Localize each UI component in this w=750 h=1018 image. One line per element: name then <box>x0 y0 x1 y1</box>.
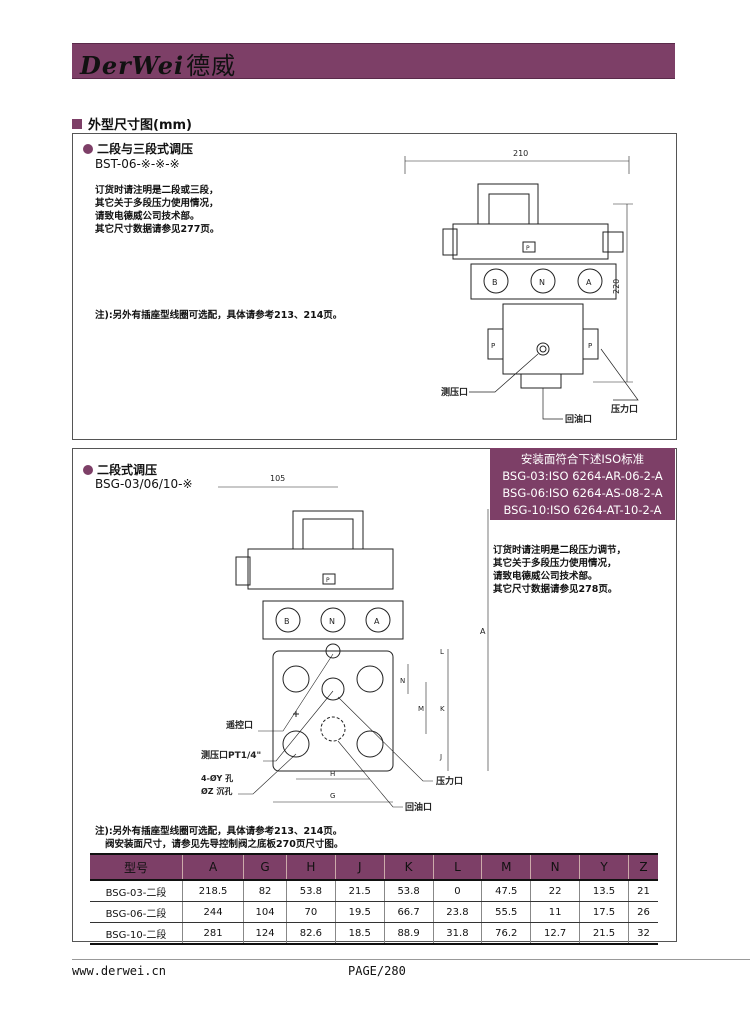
svg-text:A: A <box>374 617 380 626</box>
manifold-block <box>470 263 617 300</box>
panel-bsg: 二段式调压 BSG-03/06/10-※ 订货时请注明是二段压力调节，其它关于多… <box>72 448 677 942</box>
svg-text:A: A <box>586 278 592 287</box>
square-bullet-icon <box>72 118 82 129</box>
svg-text:J: J <box>439 753 442 761</box>
solenoid-coil <box>452 223 609 260</box>
bsg-dimension-drawing: 105 P B N A L K J N M A H G 遥控口 测压口PT1/4… <box>201 474 489 813</box>
brand-logo: DerWei德威 <box>80 51 237 80</box>
label-gauge-port: 测压口PT1/4" <box>201 749 261 761</box>
footer-url: www.derwei.cn <box>72 964 166 978</box>
svg-text:N: N <box>400 677 405 685</box>
circle-bullet-icon <box>83 464 93 475</box>
svg-text:G: G <box>330 792 335 800</box>
header-banner: DerWei德威 <box>72 43 675 80</box>
svg-text:P: P <box>526 245 530 252</box>
circle-bullet-icon <box>83 143 93 154</box>
base-body <box>502 303 584 375</box>
page-number: PAGE/280 <box>348 964 406 978</box>
dim-width-label: 210 <box>513 149 528 158</box>
solenoid-coil <box>247 548 394 590</box>
label-pressure-port: 压力口 <box>436 775 463 787</box>
order-notes: 订货时请注明是二段压力调节，其它关于多段压力使用情况，请致电德威公司技术部。其它… <box>493 545 627 595</box>
order-notes: 订货时请注明是二段或三段，其它关于多段压力使用情况，请致电德威公司技术部。其它尺… <box>95 185 220 235</box>
svg-text:P: P <box>491 342 495 350</box>
svg-text:K: K <box>440 705 445 713</box>
label-return-port: 回油口 <box>565 413 592 425</box>
label-counterbore: ØZ 沉孔 <box>201 786 232 796</box>
label-remote-port: 遥控口 <box>226 719 253 731</box>
svg-text:B: B <box>492 278 498 287</box>
manifold-block <box>262 600 404 640</box>
panel-title: 二段式调压 <box>83 461 157 478</box>
panel-title: 二段与三段式调压 <box>83 140 193 157</box>
svg-text:P: P <box>326 577 330 584</box>
label-pressure-port: 压力口 <box>611 403 638 415</box>
dim-105-label: 105 <box>270 474 285 483</box>
footnote: 注):另外有插座型线圈可选配，具体请参考213、214页。 <box>95 310 343 321</box>
section-heading-text: 外型尺寸图(mm) <box>88 118 192 133</box>
label-holes: 4-ØY 孔 <box>201 773 233 783</box>
model-code: BSG-03/06/10-※ <box>95 477 193 491</box>
model-code: BST-06-※-※-※ <box>95 157 180 171</box>
panel-bst: 二段与三段式调压 BST-06-※-※-※ 订货时请注明是二段或三段，其它关于多… <box>72 133 677 440</box>
svg-text:N: N <box>539 278 545 287</box>
svg-text:N: N <box>329 617 335 626</box>
svg-text:A: A <box>480 627 486 636</box>
mounting-face <box>272 650 394 772</box>
svg-text:M: M <box>418 705 424 713</box>
label-gauge-port: 测压口 <box>441 386 468 398</box>
svg-text:L: L <box>440 648 444 656</box>
footer-divider <box>72 959 750 960</box>
footnotes: 注):另外有插座型线圈可选配，具体请参考213、214页。阀安装面尺寸，请参见先… <box>95 826 344 850</box>
svg-text:B: B <box>284 617 290 626</box>
svg-text:H: H <box>330 770 335 778</box>
svg-text:P: P <box>588 342 592 350</box>
label-return-port: 回油口 <box>405 801 432 813</box>
section-heading: 外型尺寸图(mm) <box>72 114 192 133</box>
